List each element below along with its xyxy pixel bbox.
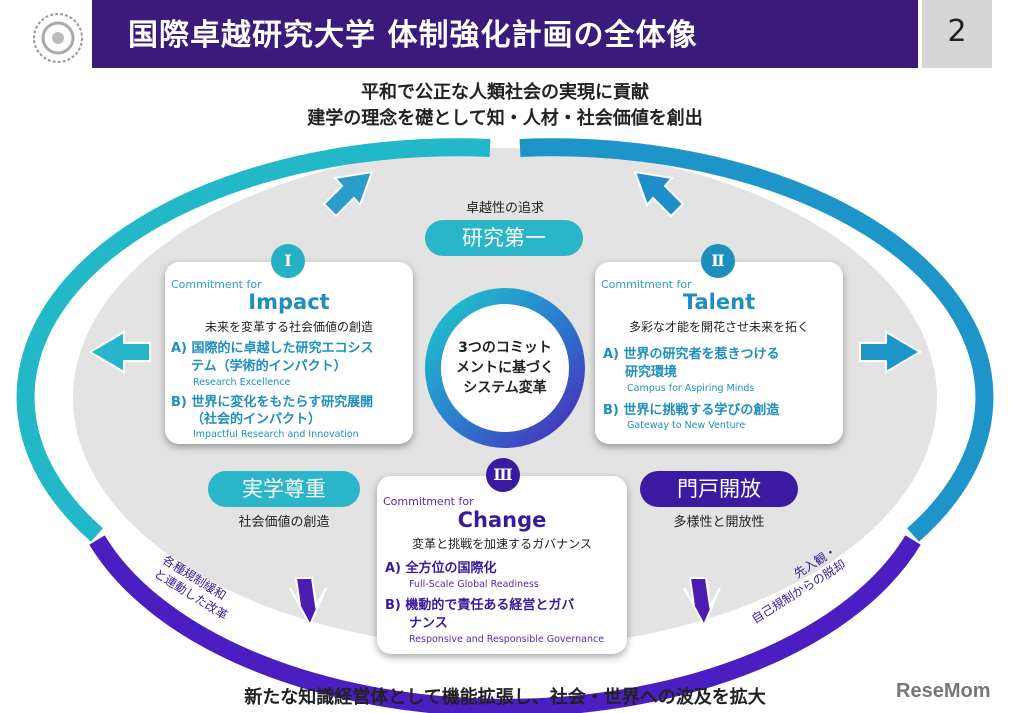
item-a-sub: Campus for Aspiring Minds	[627, 383, 755, 394]
numeral-badge-3: Ⅲ	[486, 458, 520, 492]
item-b-line-1: B) 世界に変化をもたらす研究展開	[171, 395, 374, 410]
item-a-line-2: テム（学術的インパクト）	[191, 359, 347, 374]
item-b-line-1: B) 世界に挑戦する学びの創造	[603, 403, 780, 418]
item-a-line-1: A) 国際的に卓越した研究エコシス	[171, 341, 374, 356]
ring-upper-left	[16, 138, 491, 542]
commitment-desc: 未来を変革する社会価値の創造	[204, 320, 373, 334]
numeral-badge-1: Ⅰ	[271, 244, 305, 278]
page-number-box	[922, 0, 992, 68]
commitment-name: Impact	[248, 290, 330, 314]
item-b-line-2: （社会的インパクト）	[191, 412, 322, 427]
pill-practical-learning: 実学尊重	[208, 471, 360, 507]
arrow-top-left-icon	[322, 170, 374, 218]
mission-line-1: 平和で公正な人類社会の実現に貢献	[361, 82, 649, 103]
commitment-name: Talent	[682, 290, 756, 314]
center-line-1: 3つのコミット	[458, 340, 552, 356]
arrow-down-left-icon	[289, 577, 327, 628]
mission-line-2: 建学の理念を礎として知・人材・社会価値を創出	[307, 108, 703, 129]
arrow-left-icon	[88, 330, 151, 374]
arrow-top-right-icon	[633, 170, 685, 218]
commitment-prefix: Commitment for	[171, 278, 262, 291]
commitment-name: Change	[457, 508, 547, 532]
center-circle	[425, 288, 585, 448]
footer-text: 新たな知識経営体として機能拡張し、社会・世界への波及を拡大	[244, 687, 766, 708]
item-a-line-1: A) 世界の研究者を惹きつける	[603, 347, 780, 362]
center-line-2: メントに基づく	[456, 360, 554, 376]
item-b-line-1: B) 機動的で責任ある経営とガバ	[385, 598, 575, 613]
commitment-desc: 変革と挑戦を加速するガバナンス	[412, 537, 592, 551]
header-bar	[92, 0, 918, 68]
commitment-prefix: Commitment for	[383, 495, 474, 508]
item-a-line-1: A) 全方位の国際化	[385, 561, 497, 576]
center-line-3: システム変革	[463, 380, 547, 396]
item-b-sub: Impactful Research and Innovation	[193, 429, 359, 440]
page-number: 2	[947, 14, 967, 49]
commitment-card-change: Commitment for Change 変革と挑戦を加速するガバナンス A)…	[377, 476, 627, 654]
pill-open-doors: 門戸開放	[640, 471, 798, 507]
right-pill-caption: 多様性と開放性	[673, 515, 765, 530]
item-b-sub: Responsive and Responsible Governance	[409, 634, 605, 645]
ring-upper-right	[519, 138, 994, 542]
brand-logo: ReseMom	[896, 680, 991, 702]
page-title: 国際卓越研究大学 体制強化計画の全体像	[128, 18, 698, 53]
center-text: 3つのコミット メントに基づく システム変革	[435, 338, 575, 398]
ring-lower	[89, 535, 921, 713]
item-a-line-2: 研究環境	[625, 365, 678, 380]
commitment-prefix: Commitment for	[601, 278, 692, 291]
left-pill-caption: 社会価値の創造	[238, 515, 330, 530]
university-seal-icon	[33, 13, 83, 63]
commitment-desc: 多彩な才能を開花させ未来を拓く	[628, 320, 809, 334]
item-b-line-2: ナンス	[409, 616, 448, 631]
arrow-down-right-icon	[683, 577, 721, 628]
commitment-card-impact: Commitment for Impact 未来を変革する社会価値の創造 A) …	[165, 262, 413, 444]
commitment-card-talent: Commitment for Talent 多彩な才能を開花させ未来を拓く A)…	[595, 262, 843, 444]
item-b-sub: Gateway to New Venture	[627, 420, 746, 431]
pill-research-first: 研究第一	[425, 220, 583, 256]
top-pill-caption: 卓越性の追求	[465, 201, 544, 216]
item-a-sub: Research Excellence	[193, 377, 291, 388]
arrow-right-icon	[859, 330, 922, 374]
numeral-badge-2: Ⅱ	[701, 244, 735, 278]
item-a-sub: Full-Scale Global Readiness	[409, 579, 539, 590]
